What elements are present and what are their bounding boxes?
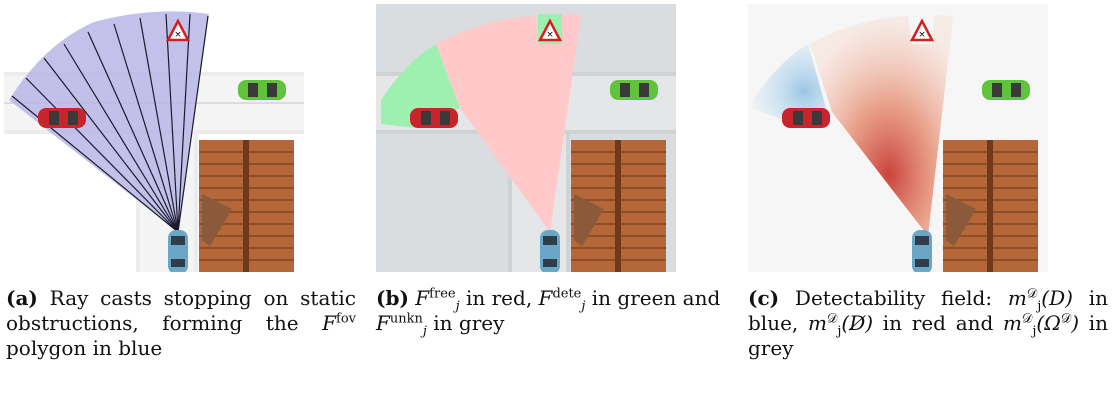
caption-b-dete-symbol: Fdetej: [538, 286, 586, 314]
caption-c-term3-text: in grey: [748, 311, 1109, 360]
panel-a-image: ×: [4, 4, 304, 272]
caption-b-free-text: in red,: [465, 286, 533, 310]
caption-c: (c) Detectability field: m𝒟j(D) in blue,…: [748, 286, 1108, 361]
ego-car-icon: [912, 230, 932, 272]
red-car-icon: [782, 108, 830, 128]
ray-casts: [11, 13, 209, 233]
warning-sign-icon: ×: [165, 18, 191, 42]
building-icon: [571, 140, 666, 272]
detectable-area: [381, 44, 460, 128]
caption-a: (a) Ray casts stopping on static obstruc…: [6, 286, 356, 361]
caption-a-text: Ray casts stopping on static obstruction…: [6, 286, 357, 335]
free-field: [810, 15, 953, 237]
ego-car-icon: [168, 230, 188, 272]
caption-c-term2-text: in red and: [882, 311, 994, 335]
caption-c-term1-text: in blue,: [748, 286, 1108, 335]
caption-b-dete-text: in green and: [591, 286, 721, 310]
ego-car-icon: [540, 230, 560, 272]
caption-c-term2: m𝒟j(D̸): [808, 311, 874, 339]
red-car-icon: [410, 108, 458, 128]
caption-b-free-symbol: Ffreej: [415, 286, 460, 314]
building-icon: [943, 140, 1038, 272]
fov-polygon: [9, 11, 209, 233]
panel-b-image: ×: [376, 4, 676, 272]
caption-a-symbol: Ffov: [322, 311, 357, 335]
caption-c-term3: m𝒟j(Ω𝒟): [1003, 311, 1079, 339]
free-area: [436, 14, 581, 232]
green-car-icon: [238, 80, 286, 100]
red-car-icon: [38, 108, 86, 128]
green-car-icon: [610, 80, 658, 100]
svg-text:×: ×: [546, 30, 554, 40]
caption-a-tail: polygon in blue: [6, 336, 163, 360]
panel-c-image: ×: [748, 4, 1048, 272]
caption-b-label: (b): [376, 286, 409, 310]
caption-a-label: (a): [6, 286, 38, 310]
caption-c-term1: m𝒟j(D): [1007, 286, 1073, 314]
building-icon: [199, 140, 294, 272]
detectable-field: [753, 44, 826, 122]
caption-b: (b) Ffreej in red, Fdetej in green and F…: [376, 286, 726, 339]
caption-b-unkn-text: in grey: [433, 311, 505, 335]
green-car-icon: [982, 80, 1030, 100]
warning-sign-icon: ×: [909, 18, 935, 42]
svg-text:×: ×: [918, 30, 926, 40]
caption-b-unkn-symbol: Funknj: [376, 311, 427, 339]
caption-c-text: Detectability field:: [794, 286, 993, 310]
caption-c-label: (c): [748, 286, 780, 310]
svg-text:×: ×: [174, 30, 182, 40]
warning-sign-icon: ×: [537, 18, 563, 42]
